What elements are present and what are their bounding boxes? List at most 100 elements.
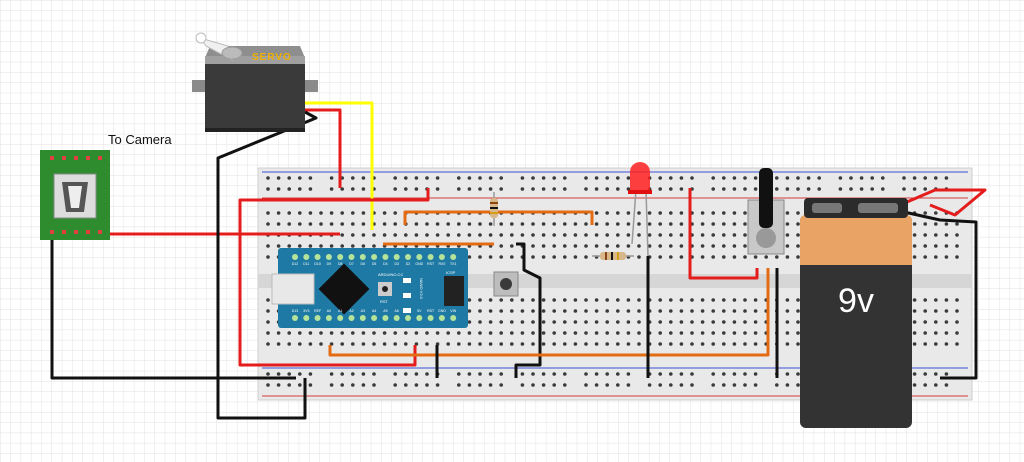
arduino-pin[interactable]	[314, 254, 321, 260]
breadboard-hole[interactable]	[637, 222, 641, 226]
breadboard-hole[interactable]	[467, 222, 472, 226]
breadboard-hole[interactable]	[923, 372, 927, 376]
breadboard-hole[interactable]	[478, 233, 482, 237]
breadboard-hole[interactable]	[806, 187, 811, 191]
breadboard-hole[interactable]	[775, 255, 779, 259]
breadboard-hole[interactable]	[934, 383, 938, 387]
wire-battery-negative[interactable]	[894, 208, 978, 380]
breadboard-hole[interactable]	[552, 244, 556, 248]
breadboard-hole[interactable]	[340, 342, 345, 346]
breadboard-hole[interactable]	[478, 320, 482, 324]
breadboard-hole[interactable]	[361, 342, 366, 346]
breadboard-hole[interactable]	[669, 187, 673, 191]
breadboard-hole[interactable]	[287, 176, 292, 180]
breadboard-hole[interactable]	[679, 320, 684, 324]
breadboard-hole[interactable]	[340, 211, 345, 215]
breadboard-hole[interactable]	[266, 331, 270, 335]
breadboard-hole[interactable]	[732, 320, 737, 324]
breadboard-hole[interactable]	[690, 320, 694, 324]
breadboard-hole[interactable]	[531, 331, 535, 335]
breadboard-hole[interactable]	[319, 331, 323, 335]
breadboard-hole[interactable]	[849, 176, 853, 180]
breadboard-hole[interactable]	[955, 331, 959, 335]
breadboard-hole[interactable]	[637, 244, 641, 248]
breadboard-hole[interactable]	[732, 383, 737, 387]
breadboard-hole[interactable]	[669, 233, 673, 237]
breadboard-hole[interactable]	[266, 309, 270, 313]
breadboard-hole[interactable]	[361, 211, 366, 215]
breadboard-hole[interactable]	[679, 244, 684, 248]
breadboard-hole[interactable]	[616, 233, 620, 237]
breadboard-hole[interactable]	[679, 298, 684, 302]
breadboard-hole[interactable]	[647, 233, 652, 237]
breadboard-hole[interactable]	[541, 298, 546, 302]
breadboard-hole[interactable]	[679, 222, 684, 226]
breadboard-hole[interactable]	[584, 342, 588, 346]
breadboard-hole[interactable]	[531, 383, 535, 387]
arduino-pin[interactable]	[382, 315, 389, 321]
breadboard-hole[interactable]	[372, 372, 376, 376]
breadboard-hole[interactable]	[616, 187, 620, 191]
breadboard-hole[interactable]	[669, 211, 673, 215]
breadboard-hole[interactable]	[912, 187, 917, 191]
breadboard-hole[interactable]	[647, 222, 652, 226]
breadboard-hole[interactable]	[499, 372, 504, 376]
breadboard-hole[interactable]	[753, 383, 758, 387]
breadboard-hole[interactable]	[563, 176, 567, 180]
breadboard-hole[interactable]	[637, 255, 641, 259]
breadboard-hole[interactable]	[510, 320, 514, 324]
breadboard-hole[interactable]	[796, 309, 800, 313]
breadboard-hole[interactable]	[573, 233, 578, 237]
breadboard-hole[interactable]	[743, 298, 747, 302]
breadboard-hole[interactable]	[478, 255, 482, 259]
breadboard-hole[interactable]	[923, 222, 927, 226]
breadboard-hole[interactable]	[584, 320, 588, 324]
breadboard-hole[interactable]	[658, 372, 662, 376]
breadboard-hole[interactable]	[934, 309, 938, 313]
breadboard-hole[interactable]	[722, 309, 726, 313]
breadboard-hole[interactable]	[796, 331, 800, 335]
breadboard-hole[interactable]	[510, 233, 514, 237]
breadboard-hole[interactable]	[785, 331, 790, 335]
breadboard-hole[interactable]	[605, 176, 609, 180]
breadboard-hole[interactable]	[870, 187, 874, 191]
breadboard-hole[interactable]	[435, 342, 440, 346]
breadboard-hole[interactable]	[679, 309, 684, 313]
breadboard-hole[interactable]	[732, 309, 737, 313]
breadboard-hole[interactable]	[340, 331, 345, 335]
breadboard-hole[interactable]	[679, 331, 684, 335]
breadboard-hole[interactable]	[658, 255, 662, 259]
breadboard-hole[interactable]	[796, 255, 800, 259]
breadboard-hole[interactable]	[806, 176, 811, 180]
breadboard-hole[interactable]	[626, 244, 631, 248]
breadboard-hole[interactable]	[616, 342, 620, 346]
breadboard-hole[interactable]	[467, 342, 472, 346]
breadboard-hole[interactable]	[372, 244, 376, 248]
breadboard-hole[interactable]	[541, 331, 546, 335]
breadboard-hole[interactable]	[732, 331, 737, 335]
breadboard-hole[interactable]	[669, 309, 673, 313]
breadboard-hole[interactable]	[298, 342, 302, 346]
breadboard-hole[interactable]	[351, 342, 355, 346]
breadboard-hole[interactable]	[785, 298, 790, 302]
breadboard-hole[interactable]	[414, 342, 419, 346]
breadboard-hole[interactable]	[531, 309, 535, 313]
breadboard-hole[interactable]	[690, 372, 694, 376]
breadboard-hole[interactable]	[700, 298, 705, 302]
breadboard-hole[interactable]	[404, 176, 408, 180]
breadboard-hole[interactable]	[594, 298, 599, 302]
breadboard-hole[interactable]	[912, 255, 917, 259]
breadboard-hole[interactable]	[276, 176, 281, 180]
breadboard-hole[interactable]	[637, 211, 641, 215]
breadboard-hole[interactable]	[722, 211, 726, 215]
breadboard-hole[interactable]	[616, 222, 620, 226]
breadboard-hole[interactable]	[605, 372, 609, 376]
breadboard-hole[interactable]	[722, 176, 726, 180]
breadboard-hole[interactable]	[594, 211, 599, 215]
breadboard-hole[interactable]	[934, 211, 938, 215]
breadboard-hole[interactable]	[488, 176, 493, 180]
breadboard-hole[interactable]	[584, 176, 588, 180]
breadboard-hole[interactable]	[266, 383, 270, 387]
breadboard-hole[interactable]	[287, 372, 292, 376]
breadboard-hole[interactable]	[732, 244, 737, 248]
